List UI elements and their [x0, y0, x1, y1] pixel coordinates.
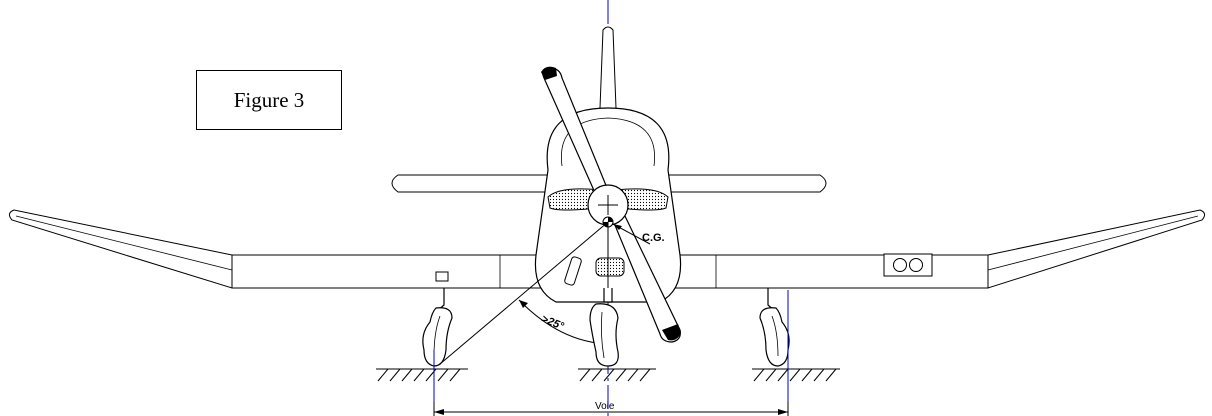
ground-center [578, 368, 656, 382]
horizontal-stabilizer [391, 174, 827, 193]
propeller-blade-tip-lower [662, 324, 681, 341]
right-wing-fitting-hole [893, 258, 907, 272]
windshield [560, 117, 656, 167]
vertical-fin [599, 26, 617, 109]
right-wing-fitting-box [883, 253, 933, 277]
right-wing-fitting-hole [909, 258, 923, 272]
cg-leader-arrow [613, 224, 622, 230]
ground-right [752, 368, 840, 382]
left-wing-spar [15, 215, 233, 271]
exhaust-pipe [564, 256, 582, 286]
track-arrow-right [778, 409, 788, 415]
nose-gear-leg [603, 288, 613, 303]
left-wing-fitting [435, 271, 449, 282]
nose-gear-fairing [589, 303, 619, 367]
right-wing [987, 209, 1206, 289]
left-wing [8, 209, 233, 289]
right-main-gear-fairing-inner [771, 315, 779, 357]
ground-clearance-line [439, 221, 609, 365]
lower-air-intake [595, 257, 625, 277]
right-main-gear-fairing [759, 307, 790, 367]
cg-label: C.G. [642, 232, 665, 244]
nose-gear-fairing-inner [600, 311, 605, 359]
figure-label-box: Figure 3 [196, 70, 342, 130]
propeller-blade-tip-upper [541, 66, 557, 80]
ground-left [376, 368, 468, 382]
track-label: Voie [595, 401, 615, 412]
angle-arc-arrow-start [519, 300, 528, 308]
right-wing-spar [987, 215, 1199, 271]
figure-label: Figure 3 [233, 87, 305, 112]
track-arrow-left [434, 409, 444, 415]
